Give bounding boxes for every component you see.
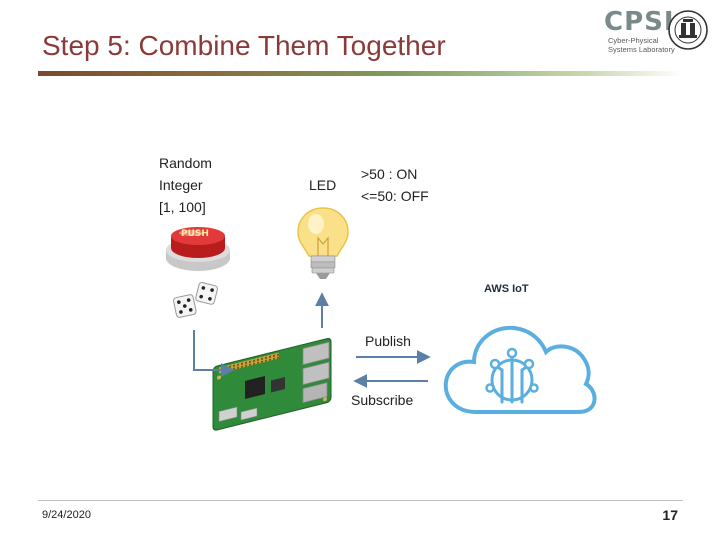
footer-divider bbox=[38, 500, 683, 501]
page-number: 17 bbox=[662, 507, 678, 523]
title-underline bbox=[38, 71, 683, 76]
logo-subtitle-line1: Cyber-Physical bbox=[608, 36, 659, 45]
slide-title: Step 5: Combine Them Together bbox=[42, 30, 446, 61]
raspberry-pi-board-icon bbox=[212, 337, 332, 431]
push-button-text: PUSH bbox=[181, 229, 209, 239]
dice-icon bbox=[172, 282, 219, 318]
logo-wordmark: CPSL bbox=[604, 7, 682, 37]
led-bulb-icon bbox=[297, 207, 349, 279]
publish-label: Publish bbox=[365, 333, 411, 349]
push-button-icon bbox=[166, 227, 230, 271]
led-rule-off: <=50: OFF bbox=[361, 188, 429, 204]
subscribe-label: Subscribe bbox=[351, 392, 414, 408]
random-integer-line1: Random bbox=[159, 155, 212, 171]
logo-subtitle: Cyber-Physical Systems Laboratory bbox=[608, 36, 675, 54]
slide-date: 9/24/2020 bbox=[42, 509, 91, 521]
aws-iot-label: AWS IoT bbox=[484, 283, 529, 295]
random-integer-label: Random Integer [1, 100] bbox=[159, 152, 212, 218]
led-label: LED bbox=[309, 177, 337, 193]
aws-iot-cloud-icon bbox=[443, 325, 597, 414]
random-integer-line2: Integer bbox=[159, 177, 203, 193]
logo-subtitle-line2: Systems Laboratory bbox=[608, 45, 675, 54]
dice-to-board-arrow bbox=[193, 330, 235, 377]
random-integer-line3: [1, 100] bbox=[159, 199, 206, 215]
led-rule-on: >50 : ON bbox=[361, 166, 418, 182]
led-rule-label: >50 : ON <=50: OFF bbox=[361, 163, 429, 207]
university-seal-icon bbox=[668, 10, 708, 50]
